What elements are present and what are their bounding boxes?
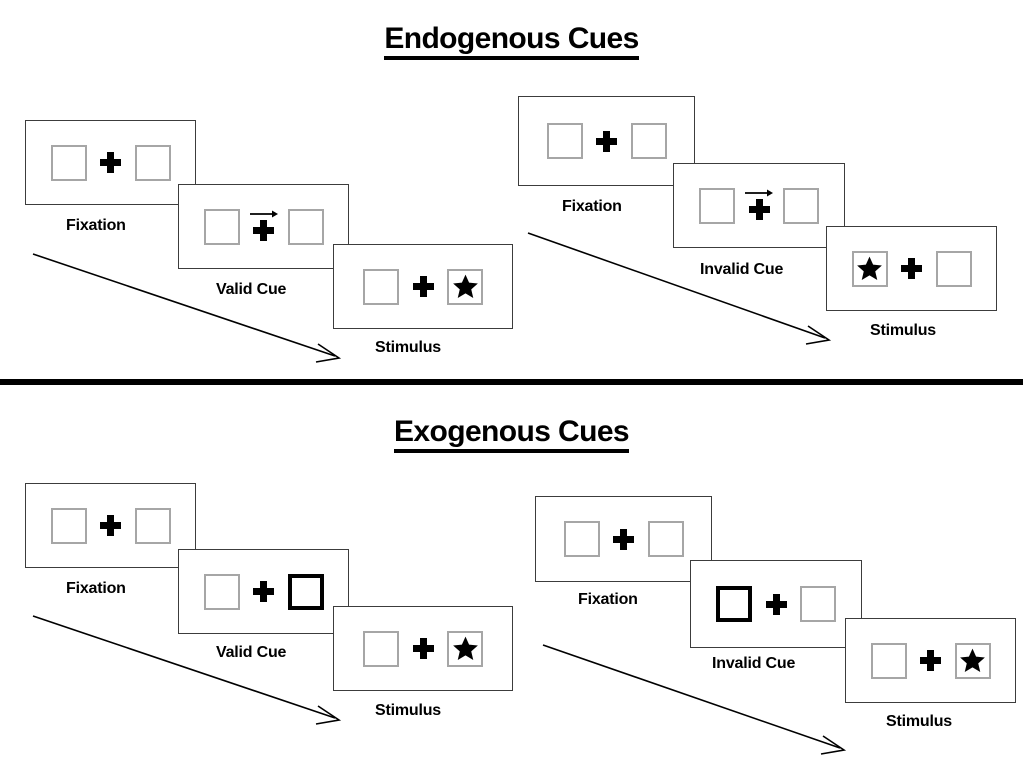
stage-label-endogenous-valid-fixation: Fixation [66, 217, 126, 234]
placeholder-box-left[interactable] [546, 123, 583, 159]
frame-exogenous-valid-fixation[interactable] [25, 483, 196, 568]
placeholder-box-left[interactable] [203, 573, 240, 610]
cue-arrow-right-icon [249, 210, 278, 217]
placeholder-box-right-target[interactable] [447, 630, 483, 667]
frame-exogenous-invalid-stimulus[interactable] [845, 618, 1016, 703]
frame-content [26, 143, 195, 183]
frame-endogenous-valid-cue[interactable] [178, 184, 349, 269]
endogenous-section-title: Endogenous Cues [0, 24, 1023, 60]
stage-label-endogenous-valid-cue: Valid Cue [216, 281, 287, 298]
frame-content [691, 584, 861, 624]
stage-label-endogenous-invalid-stimulus: Stimulus [870, 322, 936, 339]
fixation-cross-icon [100, 515, 121, 536]
exogenous-section-title: Exogenous Cues [0, 417, 1023, 453]
frame-content [179, 572, 348, 612]
fixation-cross-icon [253, 581, 274, 602]
fixation-plus-wrap [240, 572, 288, 612]
exogenous-title-text: Exogenous Cues [394, 417, 630, 453]
star-target-icon [960, 648, 985, 672]
frame-endogenous-invalid-cue[interactable] [673, 163, 845, 248]
frame-endogenous-valid-fixation[interactable] [25, 120, 196, 205]
section-divider [0, 379, 1023, 385]
placeholder-box-right[interactable] [134, 507, 171, 544]
placeholder-box-left[interactable] [363, 268, 399, 305]
stage-label-endogenous-valid-stimulus: Stimulus [375, 339, 441, 356]
placeholder-box-right[interactable] [647, 521, 684, 557]
fixation-cross-icon [412, 276, 434, 297]
stage-label-exogenous-valid-cue: Valid Cue [216, 644, 287, 661]
placeholder-box-left-target[interactable] [851, 250, 888, 287]
fixation-plus-wrap [399, 629, 447, 669]
stage-label-endogenous-invalid-cue: Invalid Cue [700, 261, 784, 278]
placeholder-box-right[interactable] [800, 586, 836, 622]
star-target-icon [857, 256, 882, 280]
stage-label-exogenous-valid-stimulus: Stimulus [375, 702, 441, 719]
fixation-plus-wrap [907, 641, 955, 681]
frame-content [846, 641, 1015, 681]
frame-endogenous-valid-stimulus[interactable] [333, 244, 513, 329]
placeholder-box-right[interactable] [287, 208, 324, 245]
flow-arrow-exogenous-invalid [542, 644, 847, 755]
fixation-cross-icon [253, 220, 274, 241]
fixation-cross-icon [920, 650, 941, 671]
frame-exogenous-invalid-fixation[interactable] [535, 496, 712, 582]
placeholder-box-left[interactable] [699, 187, 735, 224]
stage-label-exogenous-invalid-stimulus: Stimulus [886, 713, 952, 730]
cue-arrow-right-icon [745, 189, 773, 196]
placeholder-box-right-target[interactable] [447, 268, 483, 305]
fixation-cross-icon [596, 130, 617, 152]
placeholder-box-right[interactable] [134, 144, 171, 181]
frame-exogenous-valid-cue[interactable] [178, 549, 349, 634]
placeholder-box-left[interactable] [50, 144, 87, 181]
fixation-cross-icon [748, 199, 770, 220]
frame-content [674, 186, 844, 226]
frame-content [334, 629, 512, 669]
placeholder-box-right-cued[interactable] [287, 573, 324, 610]
fixation-cross-icon [901, 258, 922, 279]
fixation-plus-wrap [735, 186, 783, 226]
frame-content [179, 207, 348, 247]
fixation-plus-wrap [240, 207, 288, 247]
stage-label-exogenous-valid-fixation: Fixation [66, 580, 126, 597]
stage-label-exogenous-invalid-fixation: Fixation [578, 591, 638, 608]
placeholder-box-left[interactable] [363, 630, 399, 667]
frame-content [827, 249, 996, 289]
fixation-plus-wrap [87, 143, 135, 183]
placeholder-box-right[interactable] [935, 250, 972, 287]
placeholder-box-right[interactable] [783, 187, 819, 224]
fixation-plus-wrap [752, 584, 800, 624]
frame-content [519, 121, 694, 161]
fixation-cross-icon [412, 638, 434, 659]
placeholder-box-right-target[interactable] [954, 642, 991, 679]
placeholder-box-left[interactable] [203, 208, 240, 245]
fixation-cross-icon [613, 528, 634, 550]
fixation-plus-wrap [600, 519, 648, 559]
stage-label-exogenous-invalid-cue: Invalid Cue [712, 655, 796, 672]
frame-content [536, 519, 711, 559]
placeholder-box-left[interactable] [870, 642, 907, 679]
placeholder-box-left-cued[interactable] [716, 586, 752, 622]
endogenous-title-text: Endogenous Cues [384, 24, 639, 60]
fixation-plus-wrap [888, 249, 936, 289]
placeholder-box-left[interactable] [50, 507, 87, 544]
fixation-plus-wrap [583, 121, 631, 161]
frame-content [26, 506, 195, 546]
placeholder-box-right[interactable] [630, 123, 667, 159]
frame-exogenous-valid-stimulus[interactable] [333, 606, 513, 691]
placeholder-box-left[interactable] [563, 521, 600, 557]
fixation-plus-wrap [399, 267, 447, 307]
fixation-cross-icon [100, 152, 121, 173]
frame-endogenous-invalid-stimulus[interactable] [826, 226, 997, 311]
star-target-icon [452, 636, 478, 660]
stage-label-endogenous-invalid-fixation: Fixation [562, 198, 622, 215]
frame-endogenous-invalid-fixation[interactable] [518, 96, 695, 186]
frame-content [334, 267, 512, 307]
fixation-plus-wrap [87, 506, 135, 546]
fixation-cross-icon [765, 593, 787, 615]
frame-exogenous-invalid-cue[interactable] [690, 560, 862, 648]
star-target-icon [452, 274, 478, 298]
